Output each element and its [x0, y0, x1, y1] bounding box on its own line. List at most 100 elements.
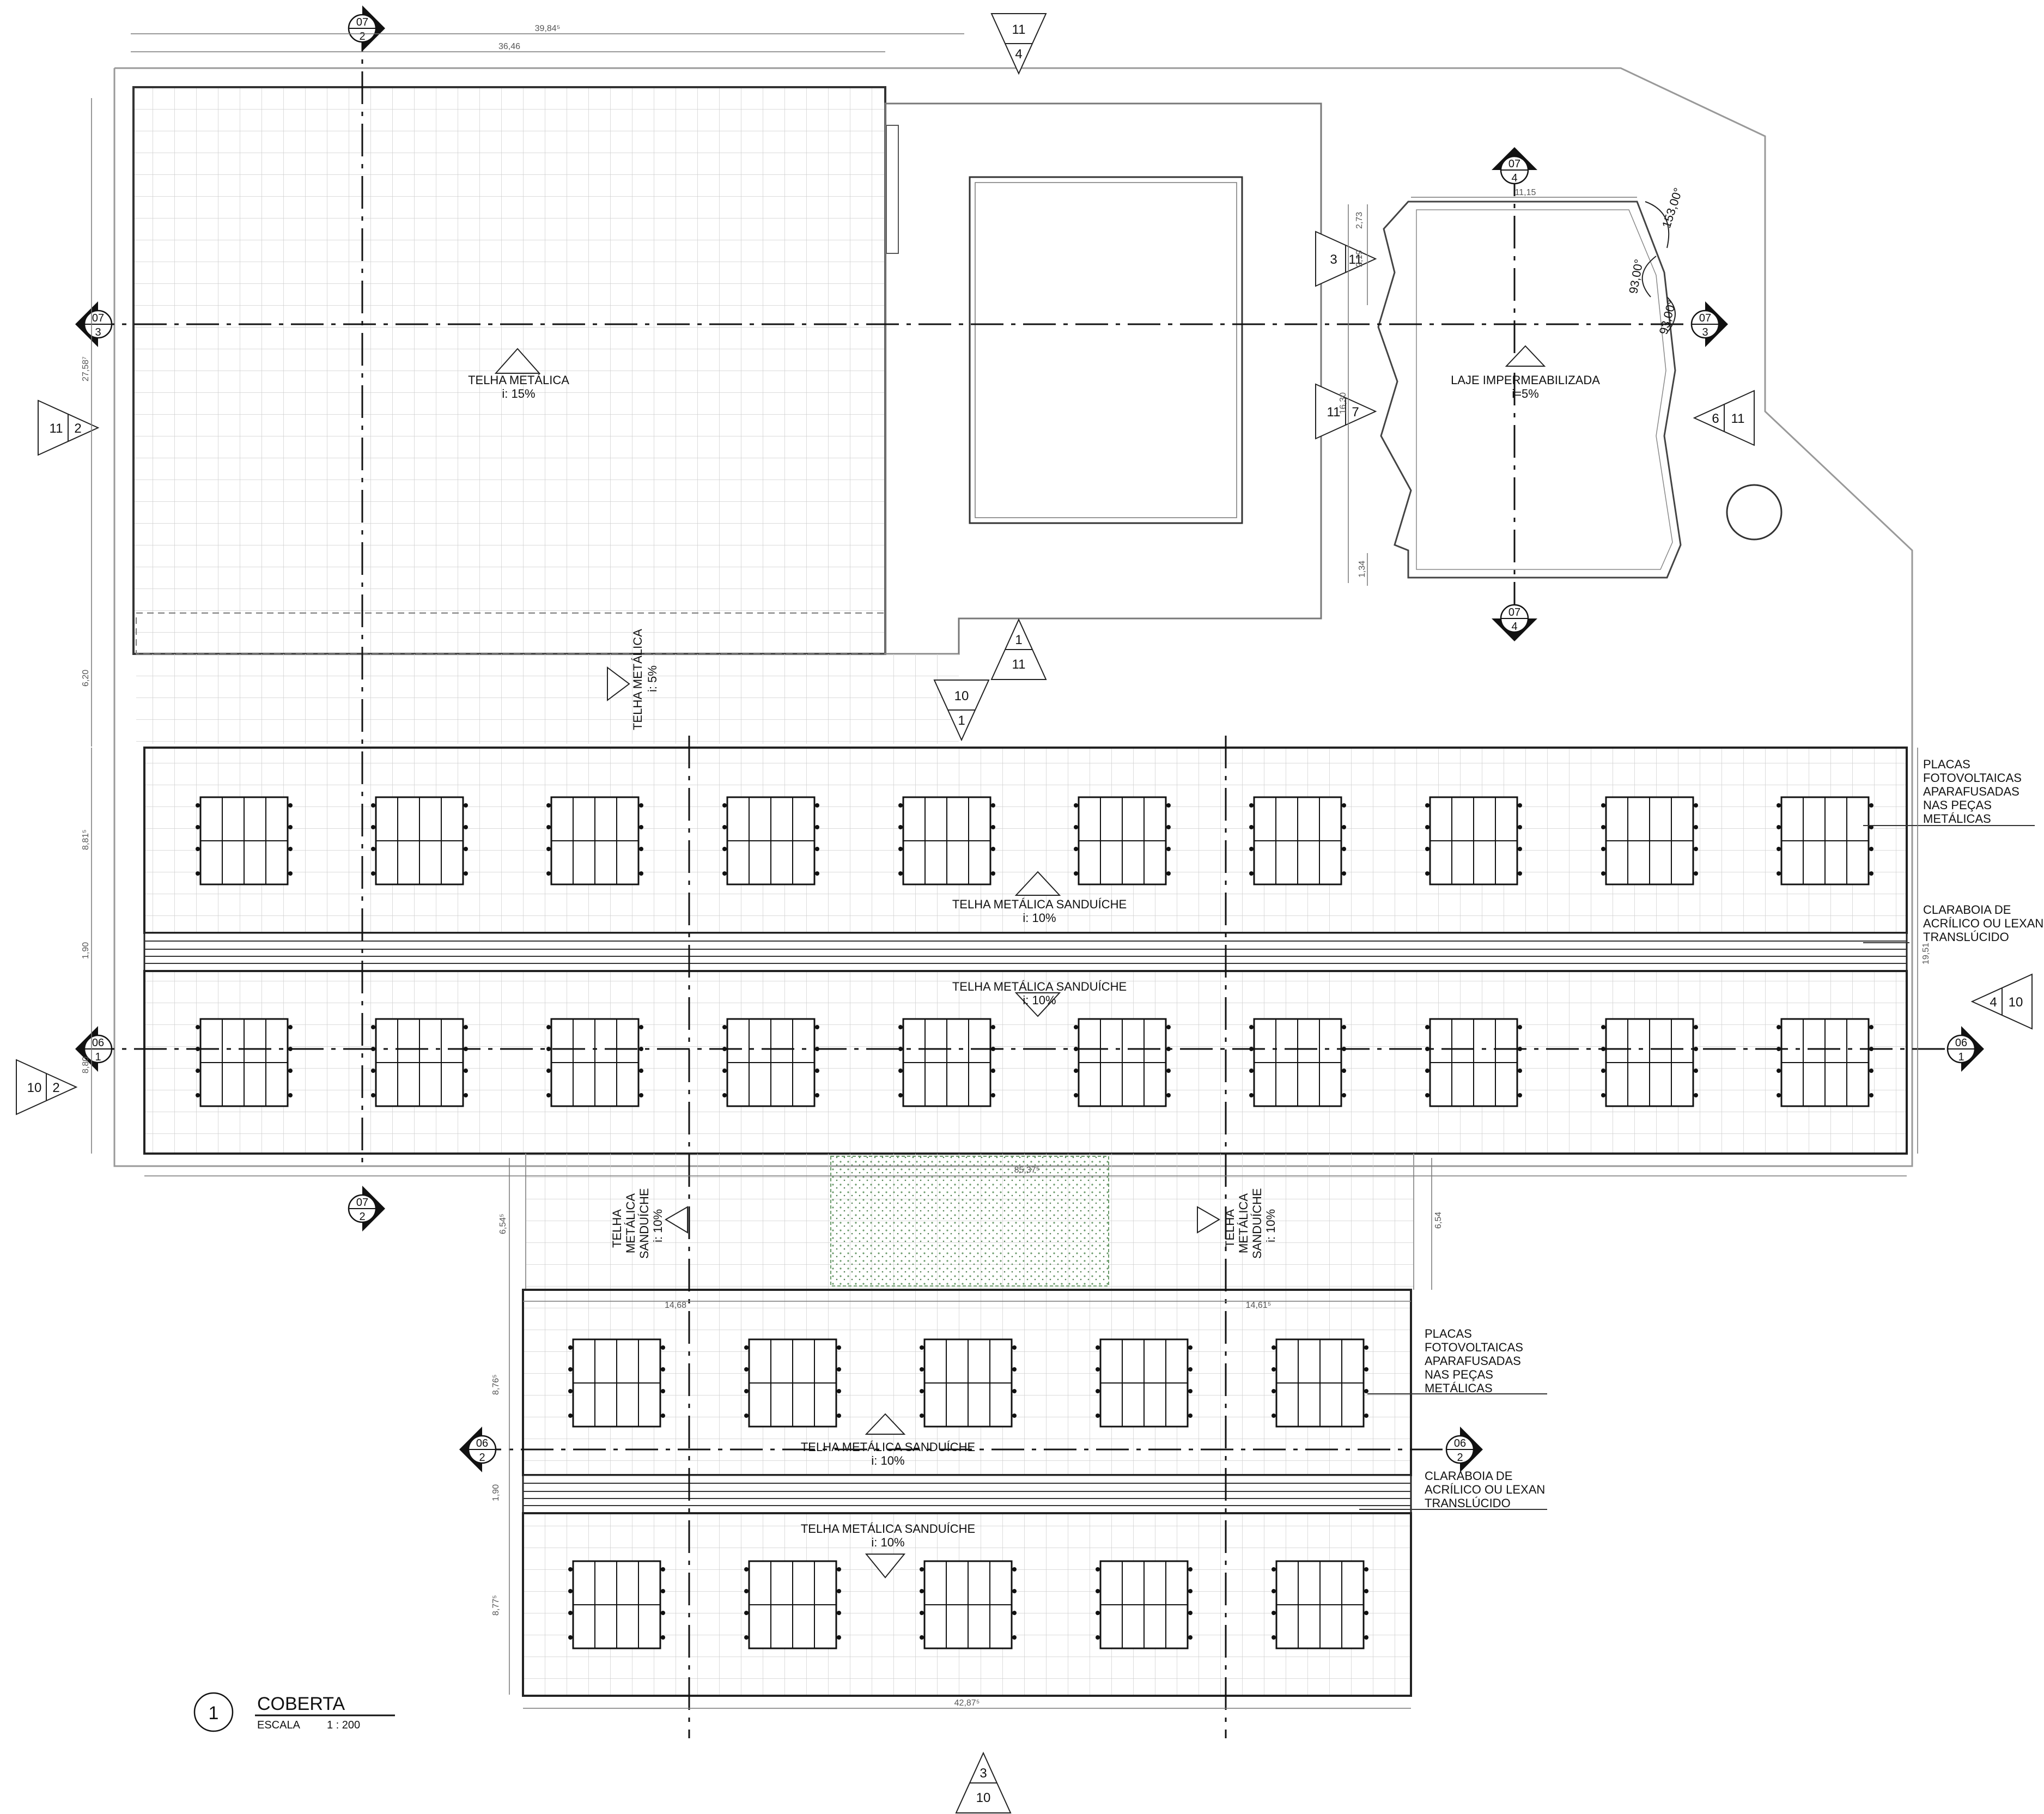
svg-text:1: 1: [95, 1051, 101, 1063]
pv-panel-groups: [196, 796, 1873, 1649]
svg-text:FOTOVOLTAICAS: FOTOVOLTAICAS: [1425, 1340, 1523, 1354]
svg-text:CLARABOIA DE: CLARABOIA DE: [1425, 1469, 1512, 1483]
svg-text:10: 10: [2009, 995, 2023, 1010]
pv-panel-group: [1272, 1560, 1368, 1649]
svg-text:06: 06: [1955, 1037, 1967, 1049]
roof-ladder: [886, 125, 899, 254]
pv-panel-group: [568, 1560, 665, 1649]
skylight-strip-upper: [143, 932, 1908, 972]
svg-text:2: 2: [359, 31, 365, 43]
section-marker: 074: [1492, 604, 1537, 641]
svg-text:2: 2: [479, 1452, 485, 1464]
label-patio-right: TELHA METÁLICA SANDUÍCHE i: 10%: [1223, 1188, 1278, 1259]
svg-text:6,20: 6,20: [81, 670, 90, 687]
svg-text:06: 06: [1454, 1437, 1466, 1449]
svg-text:07: 07: [1508, 606, 1520, 618]
svg-text:7: 7: [1352, 405, 1359, 420]
roof-laje-impermeabilizada: [1377, 201, 1682, 579]
svg-text:8,76⁵: 8,76⁵: [491, 1374, 501, 1395]
pv-panel-group: [898, 1018, 995, 1107]
pv-panel-group: [1601, 796, 1698, 885]
svg-text:2: 2: [1457, 1452, 1463, 1464]
label-telha-metalica-slope: i: 15%: [502, 387, 535, 401]
svg-text:42,87⁵: 42,87⁵: [954, 1698, 980, 1708]
slope-arrows: [494, 345, 1546, 1579]
pv-panel-group: [371, 1018, 468, 1107]
svg-text:NAS PEÇAS: NAS PEÇAS: [1425, 1368, 1493, 1381]
elevation-marker: 114: [990, 13, 1047, 75]
svg-text:06: 06: [476, 1437, 488, 1449]
svg-text:06: 06: [92, 1037, 104, 1049]
svg-text:1: 1: [1958, 1051, 1964, 1063]
pv-panel-group: [744, 1338, 841, 1428]
label-sanduiche-3: TELHA METÁLICA SANDUÍCHE: [801, 1440, 975, 1454]
svg-text:14,61⁵: 14,61⁵: [1246, 1301, 1272, 1310]
svg-text:PLACAS: PLACAS: [1425, 1327, 1472, 1340]
skylight-round: [1726, 484, 1783, 541]
pv-panel-group: [920, 1560, 1017, 1649]
annotation-skylight-upper: CLARABOIA DE ACRÍLICO OU LEXAN TRANSLÚCI…: [1923, 903, 2043, 944]
svg-text:FOTOVOLTAICAS: FOTOVOLTAICAS: [1923, 771, 2022, 785]
section-marker: 061: [1946, 1026, 1984, 1072]
pv-panel-group: [1425, 1018, 1522, 1107]
pv-panel-group: [744, 1560, 841, 1649]
svg-text:1,90: 1,90: [81, 942, 90, 959]
svg-text:METÁLICA: METÁLICA: [1237, 1193, 1250, 1253]
svg-text:8,77⁵: 8,77⁵: [491, 1595, 501, 1616]
dimension-lines: [91, 33, 1918, 1709]
svg-text:19,51: 19,51: [1921, 943, 1931, 964]
pv-panel-group: [371, 796, 468, 885]
svg-text:2: 2: [74, 421, 81, 436]
svg-text:1: 1: [958, 713, 965, 728]
label-telha-metalica-5: TELHA METÁLICA: [631, 629, 644, 730]
svg-text:153,00°: 153,00°: [1659, 186, 1685, 229]
svg-text:TELHA: TELHA: [1223, 1209, 1237, 1248]
view-number: 1: [209, 1703, 219, 1724]
svg-text:i: 10%: i: 10%: [1023, 911, 1056, 925]
svg-text:3: 3: [980, 1766, 987, 1781]
svg-text:TRANSLÚCIDO: TRANSLÚCIDO: [1923, 930, 2009, 944]
pv-panel-group: [1249, 1018, 1346, 1107]
label-telha-metalica: TELHA METÁLICA: [468, 373, 569, 387]
svg-text:i: 10%: i: 10%: [871, 1454, 904, 1467]
svg-text:36,46: 36,46: [498, 42, 520, 51]
scale-value: 1 : 200: [327, 1719, 360, 1731]
svg-text:i: 10%: i: 10%: [1023, 993, 1056, 1007]
pv-panel-group: [1777, 1018, 1873, 1107]
svg-text:4: 4: [1511, 621, 1517, 633]
svg-text:1,90: 1,90: [491, 1484, 501, 1501]
svg-text:ACRÍLICO OU LEXAN: ACRÍLICO OU LEXAN: [1923, 917, 2043, 930]
pv-panel-group: [1074, 1018, 1171, 1107]
svg-text:4: 4: [1015, 47, 1022, 62]
svg-text:10: 10: [976, 1791, 991, 1805]
pv-panel-group: [568, 1338, 665, 1428]
svg-text:6,54⁵: 6,54⁵: [498, 1214, 508, 1234]
svg-text:2: 2: [359, 1211, 365, 1223]
label-laje: LAJE IMPERMEABILIZADA: [1451, 373, 1600, 387]
view-number-circle: [193, 1692, 234, 1732]
central-opening: [969, 176, 1243, 524]
svg-text:METÁLICA: METÁLICA: [624, 1193, 637, 1253]
label-laje-slope: i=5%: [1512, 387, 1539, 401]
central-upper-block: [884, 102, 1322, 655]
annotation-pv-upper: PLACAS FOTOVOLTAICAS APARAFUSADAS NAS PE…: [1923, 757, 2022, 826]
svg-text:CLARABOIA DE: CLARABOIA DE: [1923, 903, 2011, 917]
svg-text:14,68: 14,68: [665, 1301, 686, 1310]
pv-panel-group: [1074, 796, 1171, 885]
section-marker: 073: [75, 301, 113, 347]
svg-text:07: 07: [92, 312, 104, 324]
pv-panel-group: [1601, 1018, 1698, 1107]
site-outline: [113, 67, 1913, 1167]
label-telha-metalica-5-slope: i: 5%: [646, 665, 659, 692]
drawing-title: COBERTA: [257, 1694, 345, 1714]
svg-text:8,80: 8,80: [81, 1057, 90, 1073]
label-sanduiche-1: TELHA METÁLICA SANDUÍCHE: [952, 897, 1127, 911]
pv-panel-group: [546, 796, 643, 885]
svg-text:i: 10%: i: 10%: [651, 1209, 665, 1242]
svg-text:TELHA: TELHA: [610, 1209, 624, 1248]
svg-text:SANDUÍCHE: SANDUÍCHE: [1250, 1188, 1264, 1259]
